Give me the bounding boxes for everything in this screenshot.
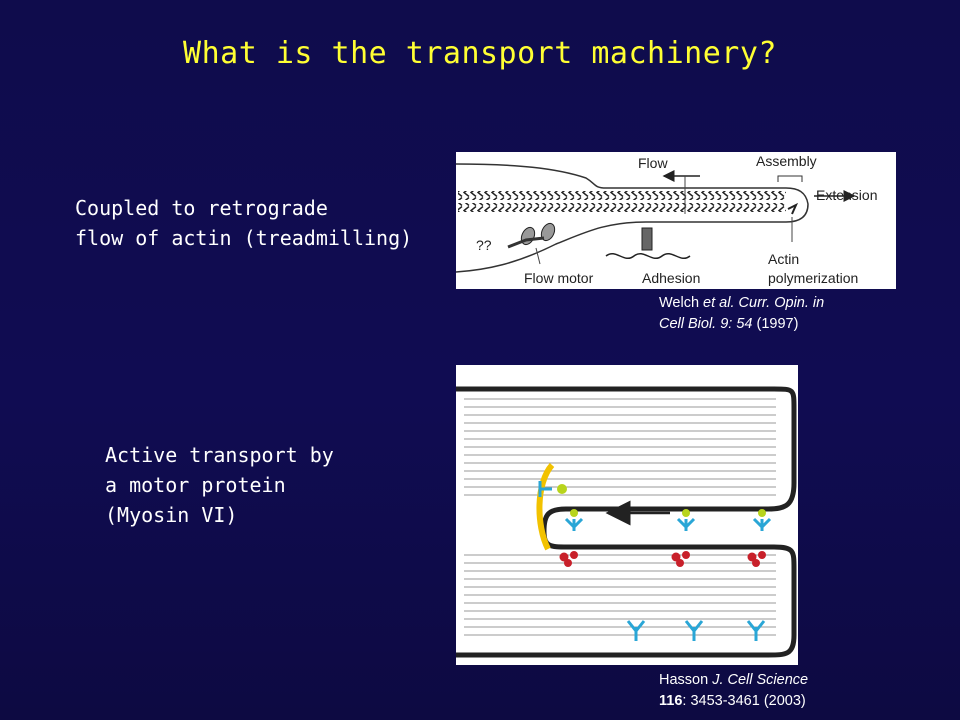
adhesion-label: Adhesion xyxy=(642,270,700,286)
membrane-receptor-icon xyxy=(626,620,766,641)
citation-journal: Curr. Opin. in xyxy=(734,295,825,311)
actin-monomer-icon xyxy=(787,202,799,215)
citation-year: (1997) xyxy=(752,316,799,332)
myosin-vi-motor-icon xyxy=(747,509,772,567)
adhesion-icon xyxy=(641,227,653,251)
flow-motor-label: Flow motor xyxy=(524,270,594,286)
treadmilling-svg: Flow Assembly Extension ?? Flow motor Ad… xyxy=(456,153,877,286)
text-line: flow of actin (treadmilling) xyxy=(75,226,413,250)
citation-volume: Cell Biol. 9: 54 xyxy=(659,316,753,332)
unknown-label: ?? xyxy=(476,237,492,253)
citation-author: Hasson xyxy=(659,672,709,688)
text-line: a motor protein xyxy=(105,473,286,497)
vesicle-receptor-icon xyxy=(538,481,567,497)
polymerization-label: polymerization xyxy=(768,270,858,286)
extension-label: Extension xyxy=(816,187,877,203)
citation-hasson: Hasson J. Cell Science 116: 3453-3461 (2… xyxy=(659,670,808,712)
actin-label: Actin xyxy=(768,251,799,267)
myosin-vi-motor-icon xyxy=(671,509,696,567)
myosin-vi-motor-icon xyxy=(559,509,584,567)
assembly-label: Assembly xyxy=(756,153,817,169)
citation-author: Welch xyxy=(659,295,700,311)
active-transport-text: Active transport by a motor protein (Myo… xyxy=(105,440,334,530)
membrane-outline xyxy=(456,386,797,658)
citation-journal: J. Cell Science xyxy=(708,672,809,688)
text-line: Active transport by xyxy=(105,443,334,467)
myosin-transport-diagram xyxy=(456,365,798,665)
treadmilling-diagram: Flow Assembly Extension ?? Flow motor Ad… xyxy=(456,152,896,289)
treadmilling-text: Coupled to retrograde flow of actin (tre… xyxy=(75,193,412,253)
text-line: Coupled to retrograde xyxy=(75,196,328,220)
cell-membrane xyxy=(456,163,809,273)
citation-welch: Welch et al. Curr. Opin. in Cell Biol. 9… xyxy=(659,293,824,335)
text-line: (Myosin VI) xyxy=(105,503,238,527)
actin-filaments-top xyxy=(458,191,786,200)
myosin-svg xyxy=(456,386,797,658)
citation-etal: et al. xyxy=(699,295,735,311)
slide-title: What is the transport machinery? xyxy=(183,36,777,71)
lower-actin-bundle xyxy=(464,554,776,636)
citation-pages: : 3453-3461 (2003) xyxy=(682,693,806,709)
upper-actin-bundle xyxy=(464,398,776,496)
citation-volume: 116 xyxy=(659,693,683,709)
flow-motor-icon xyxy=(507,222,556,249)
actin-filaments-bottom xyxy=(458,203,786,212)
flow-label: Flow xyxy=(638,155,668,171)
cargo-vesicle xyxy=(536,463,555,551)
